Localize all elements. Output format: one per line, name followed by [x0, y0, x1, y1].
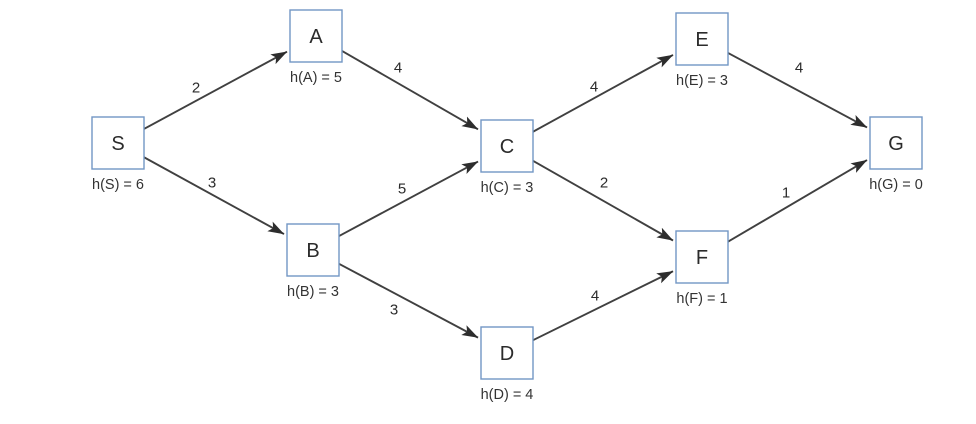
node-label-g: G [888, 133, 904, 155]
edge-a-to-c [341, 50, 479, 131]
node-label-a: A [309, 26, 323, 48]
node-box-b[interactable] [286, 223, 340, 277]
graph-node-a[interactable]: Ah(A) = 5 [289, 9, 343, 86]
edge-weight-f-g: 1 [782, 185, 790, 202]
nodes-layer: Sh(S) = 6 Ah(A) = 5 Bh(B) = 3 Ch(C) = 3 Dh(D… [91, 9, 923, 403]
edge-s-to-a [143, 50, 288, 130]
node-label-s: S [111, 133, 124, 155]
graph-node-b[interactable]: Bh(B) = 3 [286, 223, 340, 300]
edge-weight-e-g: 4 [795, 60, 803, 77]
graph-node-e[interactable]: Eh(E) = 3 [675, 12, 729, 89]
edge-weight-s-b: 3 [208, 175, 216, 192]
node-box-c[interactable] [480, 119, 534, 173]
node-box-a[interactable] [289, 9, 343, 63]
graph-node-f[interactable]: Fh(F) = 1 [675, 230, 729, 307]
edge-c-to-e [532, 54, 674, 133]
node-heuristic-f: h(F) = 1 [676, 291, 727, 307]
node-box-f[interactable] [675, 230, 729, 284]
node-heuristic-b: h(B) = 3 [287, 284, 339, 300]
node-heuristic-a: h(A) = 5 [290, 70, 342, 86]
edge-weight-b-c: 5 [398, 181, 406, 198]
edge-b-to-d [338, 262, 479, 339]
edge-weight-c-e: 4 [590, 79, 598, 96]
node-heuristic-s: h(S) = 6 [92, 177, 144, 193]
node-heuristic-g: h(G) = 0 [869, 177, 923, 193]
edge-e-to-g [727, 52, 868, 129]
node-label-f: F [696, 247, 708, 269]
edge-weight-d-f: 4 [591, 288, 599, 305]
edge-s-to-b [143, 156, 285, 235]
graph-node-g[interactable]: Gh(G) = 0 [869, 116, 923, 193]
edges-layer [143, 50, 868, 342]
edge-d-to-f [532, 270, 674, 342]
node-label-b: B [306, 240, 319, 262]
edge-weights-layer: 2 3 4 5 3 4 2 4 4 1 [192, 60, 803, 319]
edge-f-to-g [727, 159, 868, 243]
edge-weight-c-f: 2 [600, 175, 608, 192]
node-heuristic-e: h(E) = 3 [676, 73, 728, 89]
graph-node-s[interactable]: Sh(S) = 6 [91, 116, 145, 193]
node-heuristic-d: h(D) = 4 [481, 387, 534, 403]
node-heuristic-c: h(C) = 3 [481, 180, 534, 196]
edge-weight-s-a: 2 [192, 80, 200, 97]
node-box-e[interactable] [675, 12, 729, 66]
edge-weight-a-c: 4 [394, 60, 402, 77]
edge-b-to-c [338, 160, 479, 237]
edge-c-to-f [532, 159, 674, 242]
node-label-d: D [500, 343, 514, 365]
node-box-d[interactable] [480, 326, 534, 380]
edge-weight-b-d: 3 [390, 302, 398, 319]
node-box-s[interactable] [91, 116, 145, 170]
node-label-e: E [695, 29, 708, 51]
node-box-g[interactable] [869, 116, 923, 170]
graph-node-d[interactable]: Dh(D) = 4 [480, 326, 534, 403]
graph-node-c[interactable]: Ch(C) = 3 [480, 119, 534, 196]
node-label-c: C [500, 136, 514, 158]
